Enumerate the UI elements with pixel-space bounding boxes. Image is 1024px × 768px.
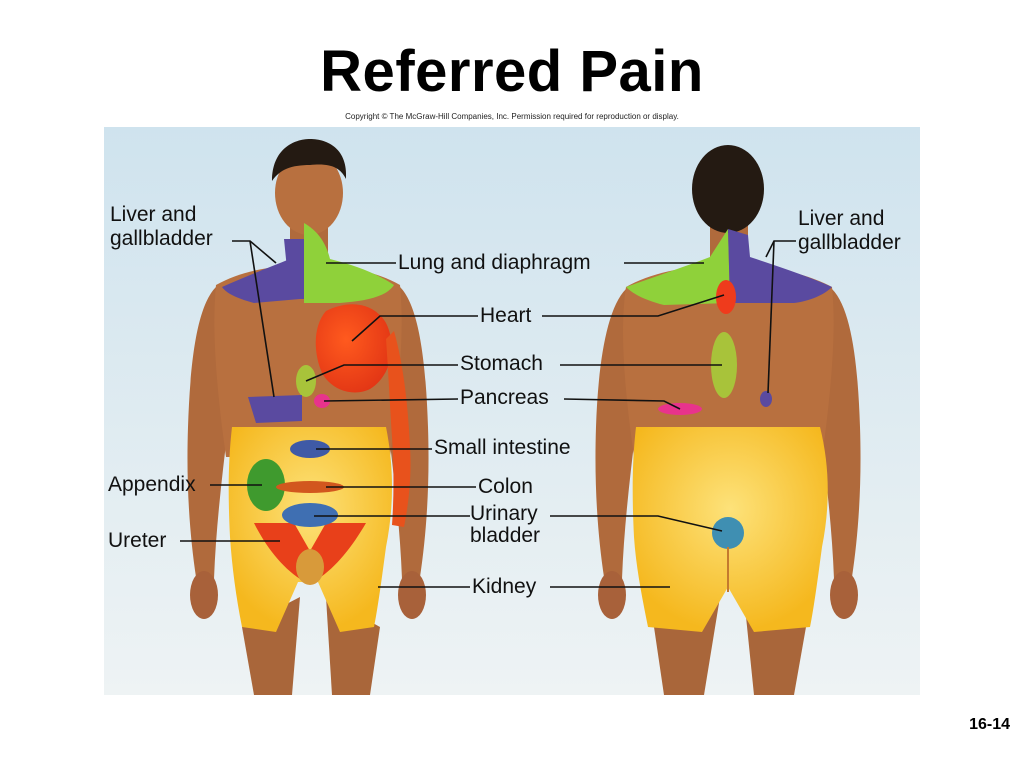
back-head-hair — [692, 145, 764, 233]
liver-zone-front-abdomen — [248, 395, 302, 423]
heart-zone-back — [716, 280, 736, 314]
label-stomach: Stomach — [460, 352, 543, 375]
bladder-zone-back — [712, 517, 744, 549]
slide-title: Referred Pain — [320, 39, 704, 104]
lung-zone-front — [304, 223, 394, 303]
label-liver-gallbladder-front: Liver and gallbladder — [110, 203, 213, 250]
back-left-hand — [598, 571, 626, 619]
liver-zone-front-neck — [284, 239, 304, 299]
heart-zone-arm — [386, 331, 411, 527]
front-left-hand — [190, 571, 218, 619]
label-appendix: Appendix — [108, 473, 196, 496]
label-lung-diaphragm: Lung and diaphragm — [398, 251, 591, 274]
colon-zone — [276, 481, 344, 493]
label-urinary-bladder: Urinary bladder — [470, 502, 541, 547]
slide-number: 16-14 — [969, 716, 1010, 733]
copyright-notice: Copyright © The McGraw-Hill Companies, I… — [345, 112, 679, 121]
leader-pancreas-back — [563, 398, 681, 410]
liver-zone-back-lower — [760, 391, 772, 407]
leader-heart-front — [351, 315, 478, 342]
liver-zone-back-shoulder — [728, 229, 832, 303]
leader-liver-back-lower — [767, 240, 775, 394]
appendix-zone — [247, 459, 285, 511]
stomach-zone-back — [711, 332, 737, 398]
label-ureter: Ureter — [108, 529, 167, 552]
bladder-zone-front — [282, 503, 338, 527]
referred-pain-figure: Liver and gallbladder Lung and diaphragm… — [104, 127, 920, 695]
liver-zone-front-shoulder — [222, 259, 300, 303]
pancreas-zone-front — [314, 394, 330, 408]
label-liver-gallbladder-back: Liver and gallbladder — [798, 207, 901, 254]
body-map-svg — [104, 127, 920, 695]
label-colon: Colon — [478, 475, 533, 498]
front-hair — [272, 139, 347, 181]
front-right-hand — [398, 571, 426, 619]
back-figure — [595, 145, 861, 695]
label-small-intestine: Small intestine — [434, 436, 571, 459]
label-kidney: Kidney — [472, 575, 537, 598]
leader-bladder-back — [550, 515, 723, 532]
leader-lines — [180, 240, 796, 588]
leader-stomach-front — [305, 364, 458, 382]
leader-pancreas-front — [323, 398, 459, 402]
back-right-hand — [830, 571, 858, 619]
small-intestine-zone — [290, 440, 330, 458]
front-groin — [296, 549, 324, 585]
leader-liver-front-abdomen — [249, 240, 275, 398]
label-heart: Heart — [480, 304, 532, 327]
leader-heart-back — [542, 294, 725, 317]
heart-zone-chest — [315, 304, 392, 393]
front-head — [275, 151, 343, 235]
label-pancreas: Pancreas — [460, 386, 549, 409]
lung-zone-back — [626, 229, 730, 305]
